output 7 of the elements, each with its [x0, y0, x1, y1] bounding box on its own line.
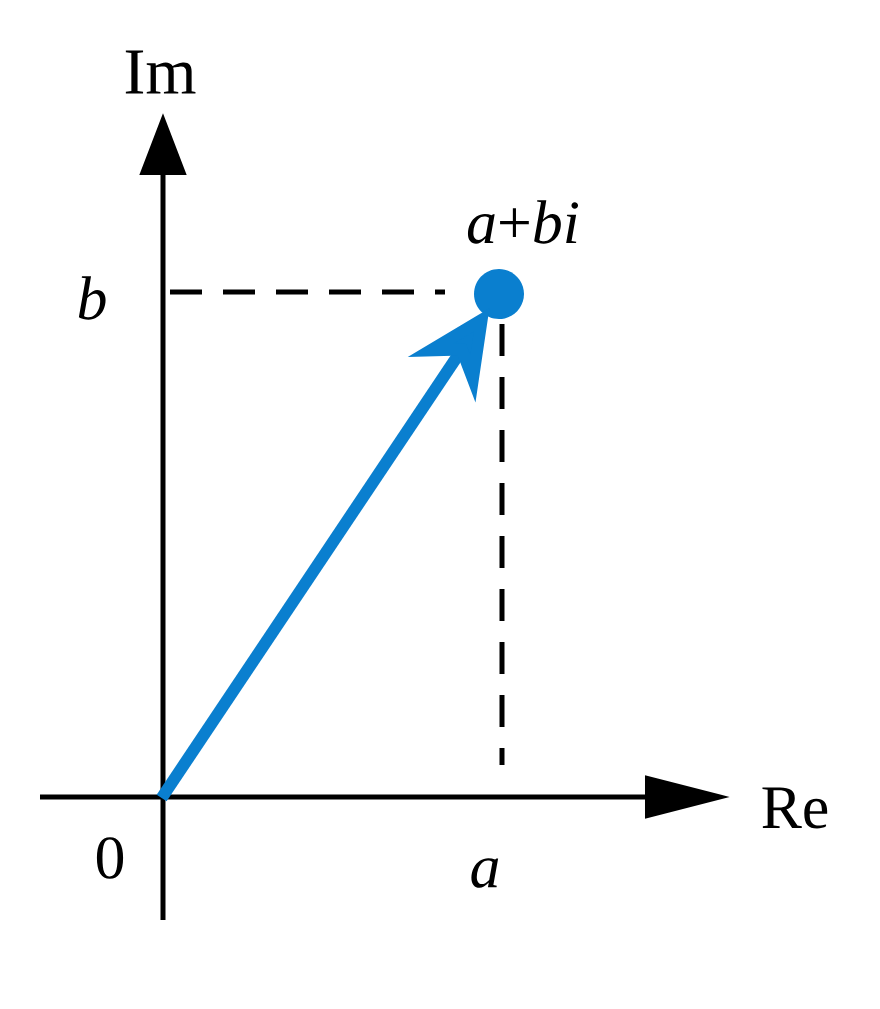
- point-label: a+bi: [467, 200, 578, 244]
- axis-label: Im: [125, 50, 196, 94]
- axis-label: a: [471, 858, 499, 888]
- axis-label: Re: [762, 787, 828, 829]
- axis-label: b: [78, 276, 106, 320]
- origin-label: 0: [96, 837, 124, 879]
- point-dot: [474, 269, 524, 319]
